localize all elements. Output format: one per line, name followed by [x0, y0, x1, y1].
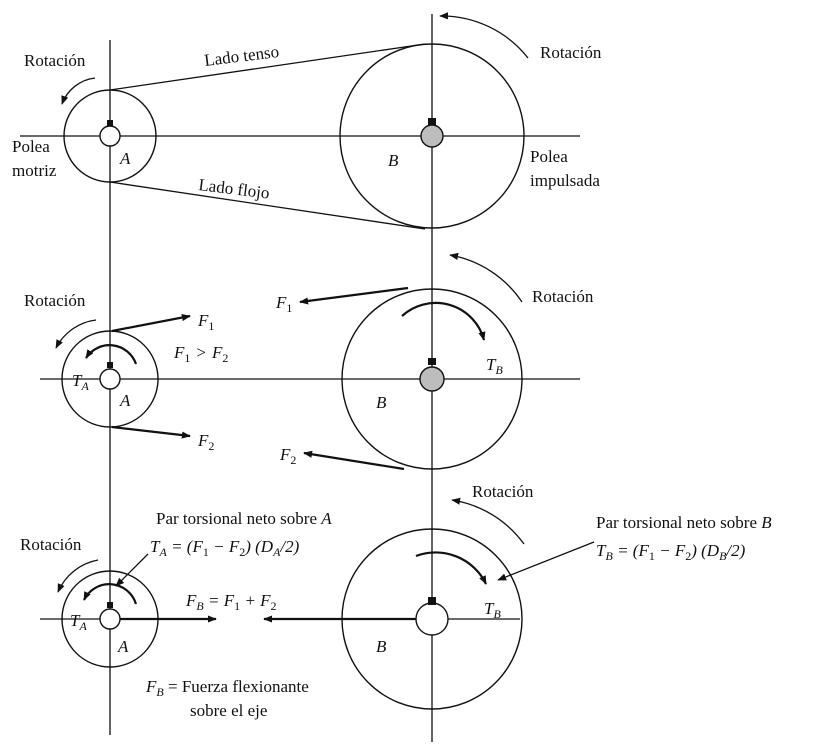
pulley-a-row2 — [61, 330, 159, 428]
f1-label-a: F1 — [197, 311, 214, 333]
key-b-row1 — [428, 118, 436, 125]
pulley-a-label-row2: A — [119, 391, 131, 410]
torque-arrow-b-row3 — [415, 551, 487, 585]
rotation-label-b-row1: Rotación — [540, 43, 602, 62]
pulley-b-label-row1: B — [388, 151, 399, 170]
bending-force-definition: FB = Fuerza flexionante — [145, 677, 309, 699]
rotation-arrow-a-row1 — [61, 77, 96, 105]
force-f2-arrow-b — [303, 450, 405, 471]
force-f1-arrow-b — [299, 286, 409, 305]
net-torque-b-title: Par torsional neto sobre B — [596, 513, 772, 532]
rotation-label-b-row2: Rotación — [532, 287, 594, 306]
rotation-label-a-row2: Rotación — [24, 291, 86, 310]
pulley-b-row1 — [339, 43, 525, 229]
pulley-b-label-row3: B — [376, 637, 387, 656]
force-inequality: F1>F2 — [173, 343, 228, 365]
torque-label-b-row2: TB — [486, 355, 503, 377]
row1-belt-drive: Rotación Rotación Lado tenso Lado flojo … — [12, 12, 602, 230]
rotation-arrow-b-row1 — [439, 12, 529, 59]
torque-label-a-row2: TA — [72, 371, 89, 393]
row2-free-body: Rotación Rotación F1 F2 F1 F2 F1>F2 TA T… — [24, 252, 594, 471]
torque-label-a-row3: TA — [70, 611, 87, 633]
driven-pulley-label-2: impulsada — [530, 171, 600, 190]
force-f1-arrow-a — [111, 313, 191, 333]
hub-a-row3 — [99, 608, 121, 630]
pulley-b-row2 — [341, 288, 523, 470]
tight-side-label: Lado tenso — [203, 42, 280, 70]
key-a-row1 — [107, 120, 113, 126]
tight-side-belt — [109, 43, 426, 91]
leader-torque-a — [115, 553, 149, 587]
pulley-b-label-row2: B — [376, 393, 387, 412]
key-b-row2 — [428, 358, 436, 365]
slack-side-label: Lado flojo — [198, 175, 271, 203]
torque-arrow-a-row2 — [85, 344, 138, 365]
bending-force-definition-line2: sobre el eje — [190, 701, 267, 720]
row3-net-forces: Rotación Rotación Par torsional neto sob… — [20, 482, 772, 720]
hub-b-row2 — [419, 366, 445, 392]
net-torque-a-title: Par torsional neto sobre A — [156, 509, 332, 528]
rotation-arrow-b-row3 — [451, 497, 525, 545]
hub-a-row1 — [99, 125, 121, 147]
f2-label-a: F2 — [197, 431, 214, 453]
key-b-row3 — [428, 597, 436, 605]
rotation-label-a-row3: Rotación — [20, 535, 82, 554]
torque-arrow-b-row2 — [401, 301, 486, 341]
rotation-arrow-a-row3 — [57, 559, 99, 593]
driver-pulley-label-1: Polea — [12, 137, 50, 156]
torque-arrow-a-row3 — [83, 583, 138, 605]
key-a-row2 — [107, 362, 113, 368]
force-f2-arrow-a — [111, 425, 191, 439]
driver-pulley-label-2: motriz — [12, 161, 57, 180]
f2-label-b: F2 — [279, 445, 296, 467]
bending-force-equation: FB = F1 + F2 — [185, 591, 276, 613]
rotation-arrow-b-row2 — [449, 252, 523, 303]
f1-label-b: F1 — [275, 293, 292, 315]
net-torque-b-equation: TB = (F1 − F2) (DB/2) — [596, 541, 746, 563]
slack-side-belt — [109, 181, 426, 230]
driven-pulley-label-1: Polea — [530, 147, 568, 166]
rotation-arrow-a-row2 — [55, 319, 97, 349]
leader-torque-b — [497, 541, 595, 581]
rotation-label-b-row3: Rotación — [472, 482, 534, 501]
hub-b-row1 — [420, 124, 444, 148]
net-torque-a-equation: TA = (F1 − F2) (DA/2) — [150, 537, 300, 559]
pulley-a-label-row3: A — [117, 637, 129, 656]
torque-label-b-row3: TB — [484, 599, 501, 621]
pulley-a-label-row1: A — [119, 149, 131, 168]
hub-b-row3 — [415, 602, 449, 636]
rotation-label-a-row1: Rotación — [24, 51, 86, 70]
hub-a-row2 — [99, 368, 121, 390]
key-a-row3 — [107, 602, 113, 608]
